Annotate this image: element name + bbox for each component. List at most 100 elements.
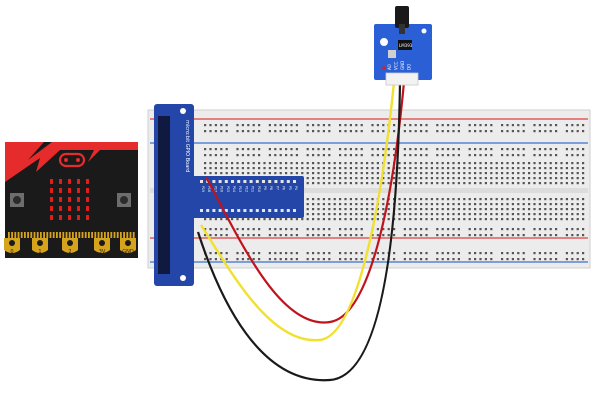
breadboard-hole xyxy=(533,218,536,221)
breadboard-hole xyxy=(355,234,358,237)
breadboard-hole xyxy=(204,148,207,151)
breadboard-hole xyxy=(474,218,477,221)
breadboard-hole xyxy=(382,258,385,261)
breadboard-hole xyxy=(344,172,347,175)
breadboard-hole xyxy=(328,258,331,261)
breadboard-hole xyxy=(258,148,261,151)
breadboard-hole xyxy=(306,172,309,175)
breadboard-hole xyxy=(322,228,325,231)
breadboard-hole xyxy=(490,218,493,221)
breadboard-hole xyxy=(468,213,471,216)
breadboard-hole xyxy=(274,234,277,237)
breadboard-hole xyxy=(339,203,342,206)
breadboard-hole xyxy=(538,124,541,127)
breadboard-hole xyxy=(533,258,536,261)
breadboard-hole xyxy=(398,208,401,211)
breadboard-hole xyxy=(533,148,536,151)
breadboard-hole xyxy=(430,172,433,175)
breadboard-hole xyxy=(214,228,217,231)
edge-pad xyxy=(78,232,81,238)
breadboard-hole xyxy=(403,218,406,221)
breadboard-hole xyxy=(484,228,487,231)
breadboard-hole xyxy=(268,162,271,165)
breadboard-hole xyxy=(447,167,450,170)
breadboard-hole xyxy=(425,228,428,231)
breadboard-hole xyxy=(376,167,379,170)
breadboard-hole xyxy=(301,167,304,170)
breadboard-hole xyxy=(544,213,547,216)
breadboard-hole xyxy=(414,198,417,201)
breadboard-hole xyxy=(441,130,444,133)
breadboard-hole xyxy=(312,208,315,211)
microbit-logo-icon xyxy=(58,152,86,168)
breadboard-hole xyxy=(366,162,369,165)
breadboard-hole xyxy=(511,182,514,185)
header-pin xyxy=(293,209,296,212)
breadboard-hole xyxy=(376,177,379,180)
breadboard-hole xyxy=(457,218,460,221)
breadboard-hole xyxy=(328,198,331,201)
header-pin xyxy=(237,209,241,212)
breadboard-hole xyxy=(522,228,525,231)
breadboard-hole xyxy=(538,172,541,175)
breadboard-hole xyxy=(382,124,385,127)
sensor-connector xyxy=(385,72,419,86)
breadboard-hole xyxy=(538,182,541,185)
breadboard-hole xyxy=(447,252,450,255)
breadboard-hole xyxy=(501,213,504,216)
breadboard-hole xyxy=(204,234,207,237)
breadboard-hole xyxy=(506,182,509,185)
breadboard-hole xyxy=(241,258,244,261)
breadboard-hole xyxy=(576,252,579,255)
breadboard-hole xyxy=(436,154,439,157)
breadboard-hole xyxy=(414,154,417,157)
breadboard-hole xyxy=(322,172,325,175)
breadboard-hole xyxy=(414,162,417,165)
breadboard-hole xyxy=(360,177,363,180)
breadboard-hole xyxy=(306,208,309,211)
breadboard-hole xyxy=(468,167,471,170)
breadboard-hole xyxy=(549,228,552,231)
breadboard-hole xyxy=(355,172,358,175)
breadboard-hole xyxy=(484,177,487,180)
breadboard-hole xyxy=(452,154,455,157)
breadboard-hole xyxy=(355,130,358,133)
breadboard-hole xyxy=(403,167,406,170)
breadboard-hole xyxy=(403,124,406,127)
edge-pad xyxy=(49,232,52,238)
breadboard-hole xyxy=(268,258,271,261)
breadboard-hole xyxy=(247,167,250,170)
breadboard-hole xyxy=(317,177,320,180)
breadboard-hole xyxy=(549,154,552,157)
breadboard-hole xyxy=(555,172,558,175)
breadboard-hole xyxy=(484,198,487,201)
breadboard-hole xyxy=(274,124,277,127)
breadboard-hole xyxy=(231,172,234,175)
breadboard-hole xyxy=(403,213,406,216)
breadboard-hole xyxy=(511,124,514,127)
breadboard-hole xyxy=(495,167,498,170)
breadboard-hole xyxy=(398,172,401,175)
breadboard-hole xyxy=(366,208,369,211)
breadboard-hole xyxy=(555,228,558,231)
breadboard-hole xyxy=(447,154,450,157)
breadboard-hole xyxy=(274,228,277,231)
breadboard-hole xyxy=(452,130,455,133)
breadboard-hole xyxy=(290,154,293,157)
edge-pad xyxy=(116,232,119,238)
breadboard-hole xyxy=(436,213,439,216)
breadboard-hole xyxy=(241,167,244,170)
breadboard-hole xyxy=(409,203,412,206)
breadboard-hole xyxy=(393,258,396,261)
breadboard-hole xyxy=(290,234,293,237)
breadboard-hole xyxy=(501,228,504,231)
breadboard-hole xyxy=(571,218,574,221)
breadboard-hole xyxy=(371,182,374,185)
breadboard-hole xyxy=(549,162,552,165)
breadboard-hole xyxy=(457,208,460,211)
breadboard-hole xyxy=(414,148,417,151)
header-pin xyxy=(237,180,241,183)
breadboard-hole xyxy=(517,124,520,127)
breadboard-hole xyxy=(452,228,455,231)
breadboard-hole xyxy=(420,130,423,133)
